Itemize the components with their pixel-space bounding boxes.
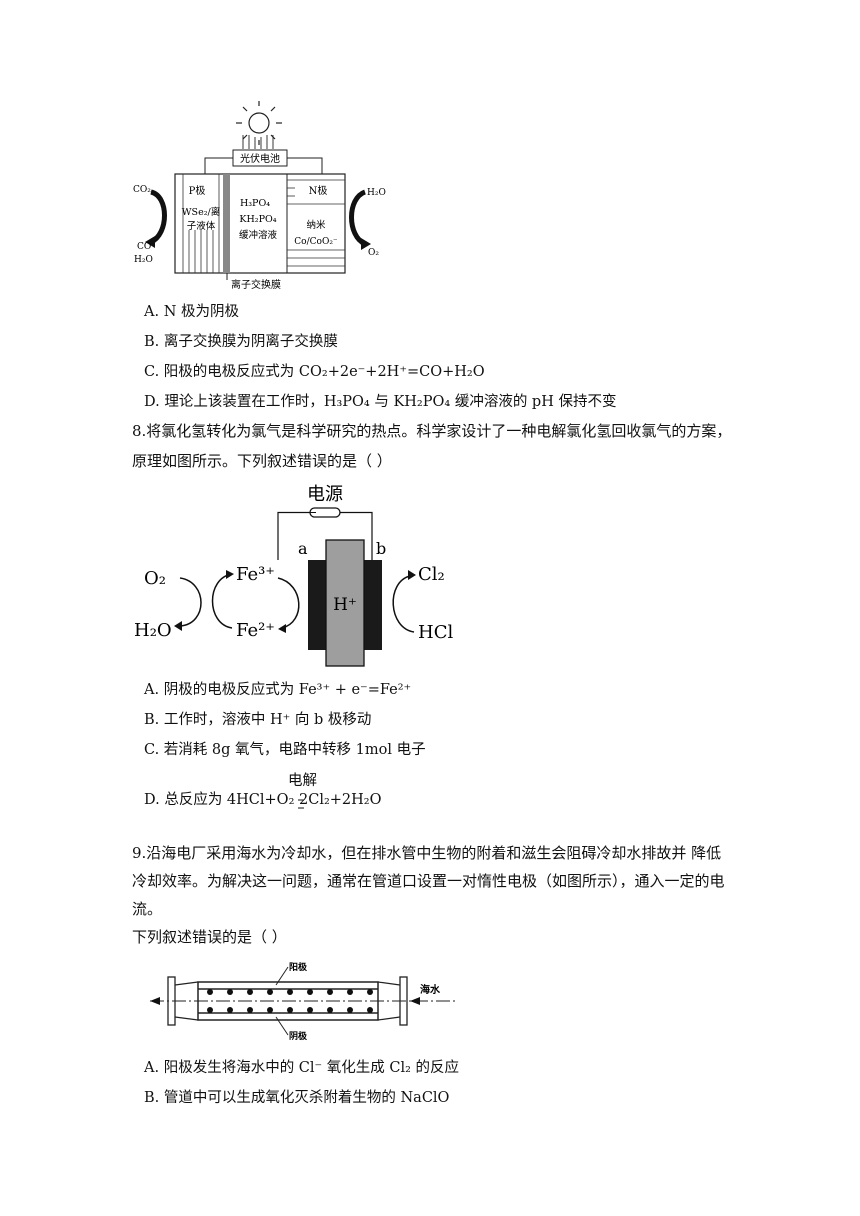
- pv-cell-label: 光伏电池: [240, 152, 280, 165]
- figure-seawater-pipe: 阳极 阴极 海水: [150, 961, 456, 1042]
- p-electrode-label: P极: [189, 184, 206, 197]
- outflow-arrow-icon: [150, 997, 160, 1005]
- p-material-line1: WSe₂/离: [182, 206, 220, 218]
- right-curve-arrow-icon: [349, 189, 367, 247]
- fig2-o2: O₂: [144, 568, 166, 589]
- buffer-h3po4: H₃PO₄: [240, 198, 270, 209]
- sun-icon: [236, 101, 282, 145]
- fig2-h2o: H₂O: [134, 620, 172, 641]
- q9-stem-line3: 流。: [132, 900, 163, 918]
- q9-stem-line4: 下列叙述错误的是（ ）: [132, 928, 287, 946]
- electrode-a: [308, 560, 326, 650]
- figure-hcl-electrolysis: 电源 a b H⁺ O₂ H₂O Fe³⁺ Fe²⁺: [134, 484, 453, 667]
- q7-option-b: B. 离子交换膜为阴离子交换膜: [144, 334, 338, 350]
- buffer-kh2po4: KH₂PO₄: [239, 214, 276, 225]
- left-curve-arrow-icon: [149, 189, 167, 245]
- seawater-label: 海水: [420, 983, 441, 996]
- fig2-hcl: HCl: [418, 622, 453, 643]
- cycle-fe-arrow-icon: [277, 577, 300, 629]
- n-material-line1: 纳米: [306, 219, 326, 231]
- q7-option-a: A. N 极为阴极: [144, 304, 239, 320]
- electrolysis-equals-icon: [298, 799, 304, 809]
- electrode-b: [364, 560, 382, 650]
- fig1-co2: CO₂: [133, 185, 151, 195]
- h-plus-label: H⁺: [333, 595, 357, 615]
- inflow-arrow-icon: [410, 997, 420, 1005]
- membrane-label: 离子交换膜: [231, 278, 281, 291]
- q9-option-a: A. 阳极发生将海水中的 Cl⁻ 氧化生成 Cl₂ 的反应: [144, 1060, 460, 1076]
- q8-option-a: A. 阴极的电极反应式为 Fe³⁺ + e⁻=Fe²⁺: [144, 682, 412, 698]
- fig1-co: CO: [137, 242, 151, 252]
- q9-stem-line1: 9.沿海电厂采用海水为冷却水，但在排水管中生物的附着和滋生会阻碍冷却水排故并 降…: [132, 844, 722, 862]
- cycle-left-arrow-icon: [179, 577, 202, 627]
- buffer-label: 缓冲溶液: [239, 229, 278, 241]
- q8-option-c: C. 若消耗 8g 氧气，电路中转移 1mol 电子: [144, 742, 426, 758]
- cl2-arrow-icon: [392, 575, 415, 633]
- q7-option-d: D. 理论上该装置在工作时，H₃PO₄ 与 KH₂PO₄ 缓冲溶液的 pH 保持…: [144, 394, 617, 410]
- q8-option-d-over: 电解: [288, 773, 317, 789]
- electrode-b-label: b: [376, 539, 386, 558]
- fig1-h2o-left: H₂O: [134, 255, 153, 265]
- fig1-o2: O₂: [368, 248, 379, 258]
- fig1-h2o-right: H₂O: [367, 188, 386, 198]
- q9-option-b: B. 管道中可以生成氧化灭杀附着生物的 NaClO: [144, 1090, 450, 1106]
- fig2-fe3: Fe³⁺: [236, 564, 275, 585]
- fig2-fe2: Fe²⁺: [236, 620, 275, 641]
- ion-exchange-membrane: [223, 174, 230, 273]
- q8-stem-line1: 8.将氯化氢转化为氯气是科学研究的热点。科学家设计了一种电解氯化氢回收氯气的方案…: [132, 422, 732, 440]
- figure-photovoltaic-cell: 光伏电池 P极 WSe₂/离 子液体 H₃PO₄ KH₂PO₄ 缓冲溶液 N极 …: [133, 101, 386, 291]
- cathode-label: 阴极: [289, 1030, 308, 1042]
- n-material-line2: Co/CoO₂⁻: [294, 237, 338, 247]
- q8-stem-line2: 原理如图所示。下列叙述错误的是（ ）: [132, 452, 392, 470]
- q8-option-b: B. 工作时，溶液中 H⁺ 向 b 极移动: [144, 712, 372, 728]
- power-source-label: 电源: [307, 484, 343, 505]
- q8-option-d: D. 总反应为 4HCl+O₂ 2Cl₂+2H₂O: [144, 792, 382, 808]
- fig2-cl2: Cl₂: [418, 564, 445, 585]
- q7-option-c: C. 阳极的电极反应式为 CO₂+2e⁻+2H⁺=CO+H₂O: [144, 364, 485, 380]
- electrode-a-label: a: [298, 539, 308, 558]
- anode-label: 阳极: [289, 961, 308, 973]
- electrolyte-h-plus: [325, 539, 365, 667]
- p-material-line2: 子液体: [187, 220, 216, 232]
- q9-stem-line2: 冷却效率。为解决这一问题，通常在管道口设置一对惰性电极（如图所示），通入一定的电: [132, 872, 725, 890]
- n-electrode-label: N极: [309, 184, 328, 197]
